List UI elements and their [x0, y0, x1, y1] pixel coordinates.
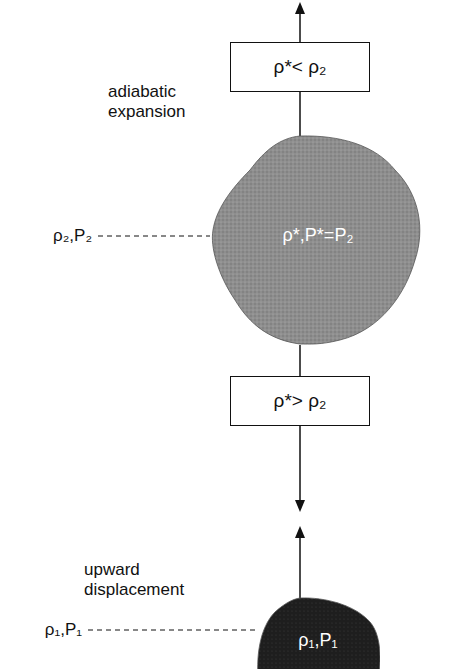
- arrowhead: [295, 2, 305, 14]
- arrowhead: [295, 526, 305, 538]
- displacement-arrow-line: [299, 536, 301, 598]
- parcel-blob: ρ*,P*=P₂: [210, 135, 425, 345]
- level-line: [98, 236, 210, 237]
- density-box: ρ*> ρ₂: [230, 376, 370, 426]
- process-label: adiabatic expansion: [108, 82, 220, 121]
- blob-shape: [212, 136, 419, 344]
- level-label: ρ₂,P₂: [53, 226, 92, 246]
- level-label: ρ₁,P₁: [45, 620, 82, 640]
- arrowhead: [295, 500, 305, 512]
- process-label: upward displacement: [84, 560, 208, 599]
- node-text: ρ*> ρ₂: [274, 390, 327, 412]
- connector-line: [299, 345, 301, 377]
- node-text: ρ₁,P₁: [298, 630, 337, 651]
- level-line: [88, 630, 256, 631]
- down-arrow-line: [299, 426, 301, 502]
- connector-line: [299, 92, 301, 136]
- node-text: ρ*,P*=P₂: [283, 225, 354, 246]
- up-arrow-line: [299, 12, 301, 42]
- density-box: ρ*< ρ₂: [230, 42, 370, 92]
- node-text: ρ*< ρ₂: [274, 56, 327, 78]
- parcel-blob: ρ₁,P₁: [255, 597, 380, 669]
- blob-shape: [258, 598, 380, 669]
